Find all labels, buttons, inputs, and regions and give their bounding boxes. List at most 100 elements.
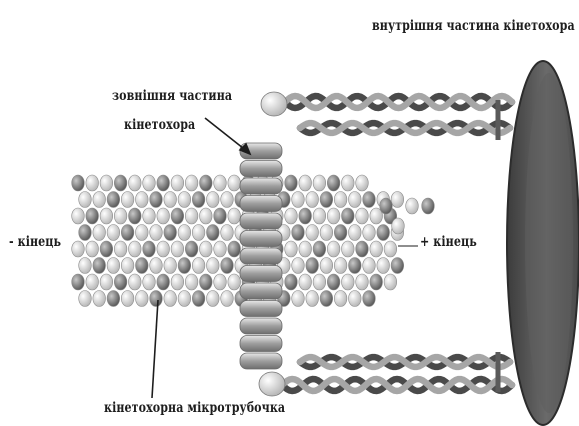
tubulin-bead — [356, 274, 369, 290]
tubulin-bead — [228, 241, 241, 257]
tubulin-bead — [380, 198, 393, 214]
tubulin-bead — [86, 175, 99, 191]
tubulin-bead — [370, 274, 383, 290]
tubulin-bead — [299, 208, 312, 224]
tubulin-bead — [285, 208, 298, 224]
tubulin-bead — [342, 208, 355, 224]
tubulin-bead — [363, 258, 376, 274]
tubulin-bead — [299, 274, 312, 290]
tubulin-bead — [406, 198, 419, 214]
tubulin-bead — [313, 241, 326, 257]
kinetochore-ring — [240, 336, 282, 352]
tubulin-bead — [107, 225, 120, 241]
tubulin-bead — [363, 192, 376, 208]
tubulin-bead — [313, 208, 326, 224]
outer-kinetochore-pointer — [205, 118, 248, 152]
tubulin-bead — [320, 225, 333, 241]
tubulin-bead — [320, 291, 333, 307]
kinetochore-microtubule-label: кінетохорна мікротрубочка — [104, 400, 285, 416]
tubulin-bead — [164, 258, 177, 274]
tubulin-bead — [370, 241, 383, 257]
tubulin-bead — [185, 208, 198, 224]
tubulin-bead — [384, 241, 397, 257]
kinetochore-ring — [240, 178, 282, 194]
tubulin-bead — [107, 291, 120, 307]
microtubule-pointer — [152, 300, 158, 398]
kinetochore-ring — [240, 196, 282, 212]
tubulin-bead — [136, 225, 149, 241]
tubulin-bead — [114, 241, 127, 257]
tubulin-bead — [136, 258, 149, 274]
tubulin-bead — [221, 291, 234, 307]
tubulin-bead — [185, 274, 198, 290]
tubulin-bead — [228, 175, 241, 191]
tubulin-bead — [107, 192, 120, 208]
tubulin-bead — [342, 241, 355, 257]
tubulin-bead — [356, 208, 369, 224]
attachment-knob — [259, 372, 285, 396]
tubulin-bead — [157, 274, 170, 290]
tubulin-bead — [86, 274, 99, 290]
tubulin-bead — [150, 291, 163, 307]
tubulin-bead — [114, 208, 127, 224]
tubulin-bead — [207, 291, 220, 307]
tubulin-bead — [299, 175, 312, 191]
tubulin-bead — [192, 192, 205, 208]
tubulin-bead — [384, 274, 397, 290]
tubulin-bead — [185, 175, 198, 191]
tubulin-bead — [349, 258, 362, 274]
kinetochore-ring — [240, 353, 282, 369]
tubulin-bead — [214, 274, 227, 290]
tubulin-bead — [377, 225, 390, 241]
tubulin-bead — [192, 291, 205, 307]
tubulin-bead — [129, 241, 142, 257]
tubulin-bead — [221, 225, 234, 241]
tubulin-bead — [164, 225, 177, 241]
tubulin-bead — [129, 175, 142, 191]
tubulin-bead — [150, 192, 163, 208]
kinetochore-ring — [240, 266, 282, 282]
tubulin-bead — [356, 175, 369, 191]
tubulin-bead — [143, 175, 156, 191]
tubulin-bead — [292, 291, 305, 307]
tubulin-bead — [285, 175, 298, 191]
tubulin-bead — [171, 241, 184, 257]
tubulin-bead — [214, 175, 227, 191]
kinetochore-ring — [240, 213, 282, 229]
tubulin-bead — [114, 175, 127, 191]
tubulin-bead — [334, 192, 347, 208]
tubulin-bead — [391, 192, 404, 208]
tubulin-bead — [377, 258, 390, 274]
tubulin-bead — [178, 258, 191, 274]
tubulin-bead — [327, 241, 340, 257]
tubulin-bead — [207, 225, 220, 241]
tubulin-bead — [200, 175, 213, 191]
tubulin-bead — [313, 274, 326, 290]
kinetochore-microtubule — [72, 175, 404, 307]
tubulin-bead — [178, 192, 191, 208]
tubulin-bead — [72, 241, 85, 257]
tubulin-bead — [121, 225, 134, 241]
tubulin-bead — [100, 175, 113, 191]
tubulin-bead — [157, 208, 170, 224]
tubulin-bead — [79, 192, 92, 208]
tubulin-bead — [100, 208, 113, 224]
tubulin-bead — [164, 192, 177, 208]
tubulin-bead — [306, 258, 319, 274]
tubulin-bead — [392, 218, 405, 234]
tubulin-bead — [121, 192, 134, 208]
kinetochore-ring — [240, 318, 282, 334]
tubulin-bead — [349, 192, 362, 208]
tubulin-bead — [228, 208, 241, 224]
tubulin-bead — [299, 241, 312, 257]
inner-kinetochore-label: внутрішня частина кінетохора — [372, 18, 575, 34]
tubulin-bead — [114, 274, 127, 290]
tubulin-bead — [320, 192, 333, 208]
tubulin-bead — [185, 241, 198, 257]
tubulin-bead — [207, 192, 220, 208]
tubulin-bead — [214, 241, 227, 257]
tubulin-bead — [178, 225, 191, 241]
tubulin-bead — [214, 208, 227, 224]
kinetochore-ring — [240, 301, 282, 317]
tubulin-bead — [79, 225, 92, 241]
